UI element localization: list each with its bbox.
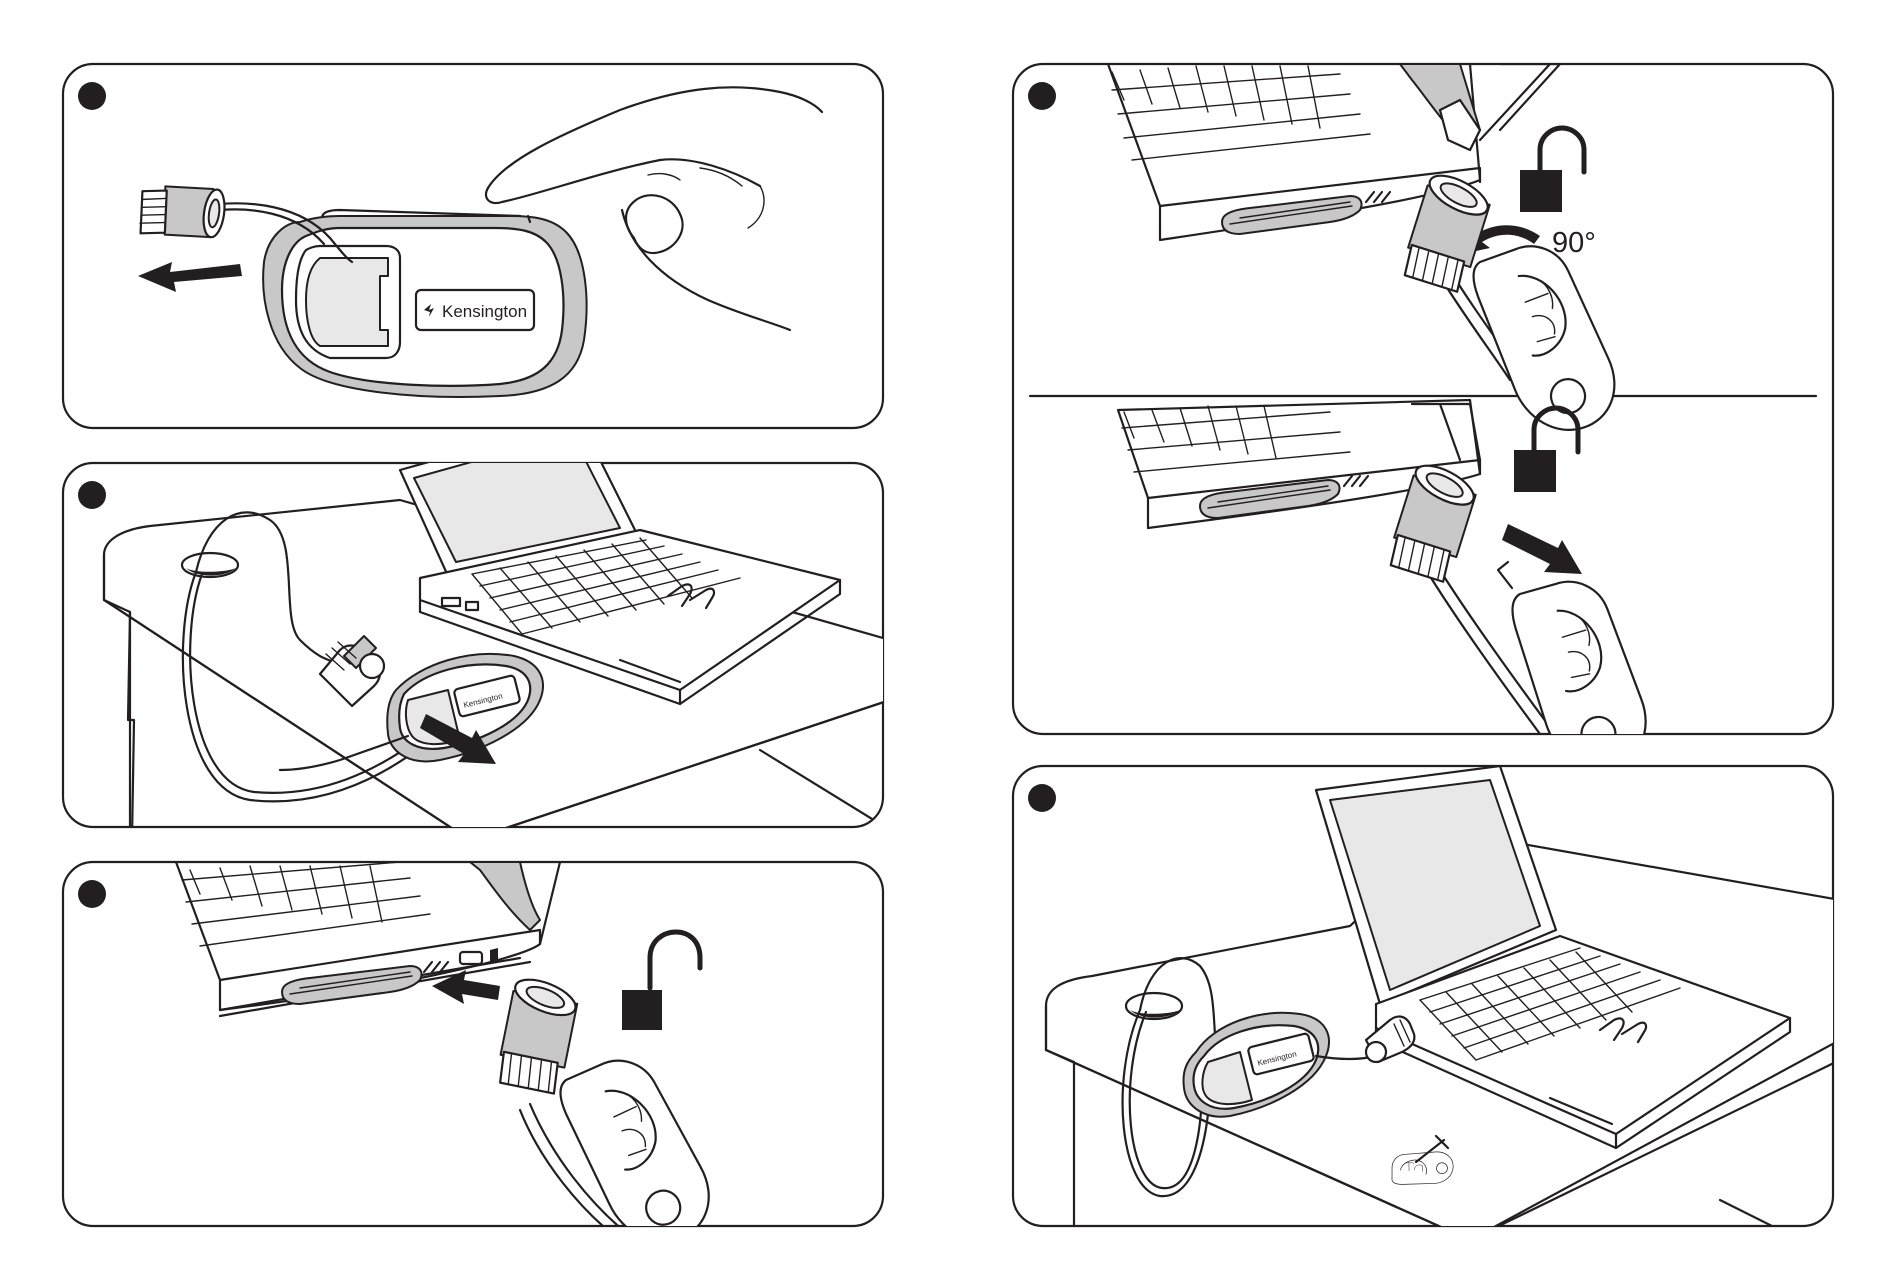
step-6-panel: Kensington [1013, 766, 1840, 1260]
step-3-marker [78, 880, 106, 908]
brand-label: Kensington [442, 302, 527, 321]
step-1-marker [78, 82, 106, 110]
step-2-marker [78, 481, 106, 509]
step-6-marker [1028, 784, 1056, 812]
step-4-panel: 90° [1013, 64, 1833, 734]
retractable-cable-reel: Kensington [263, 210, 586, 397]
step-2-panel: Kensington [63, 420, 890, 840]
step-4-marker [1028, 82, 1056, 110]
step-1-panel: Kensington [63, 64, 883, 428]
rotation-label: 90° [1552, 227, 1596, 259]
step-3-panel [63, 862, 883, 1259]
